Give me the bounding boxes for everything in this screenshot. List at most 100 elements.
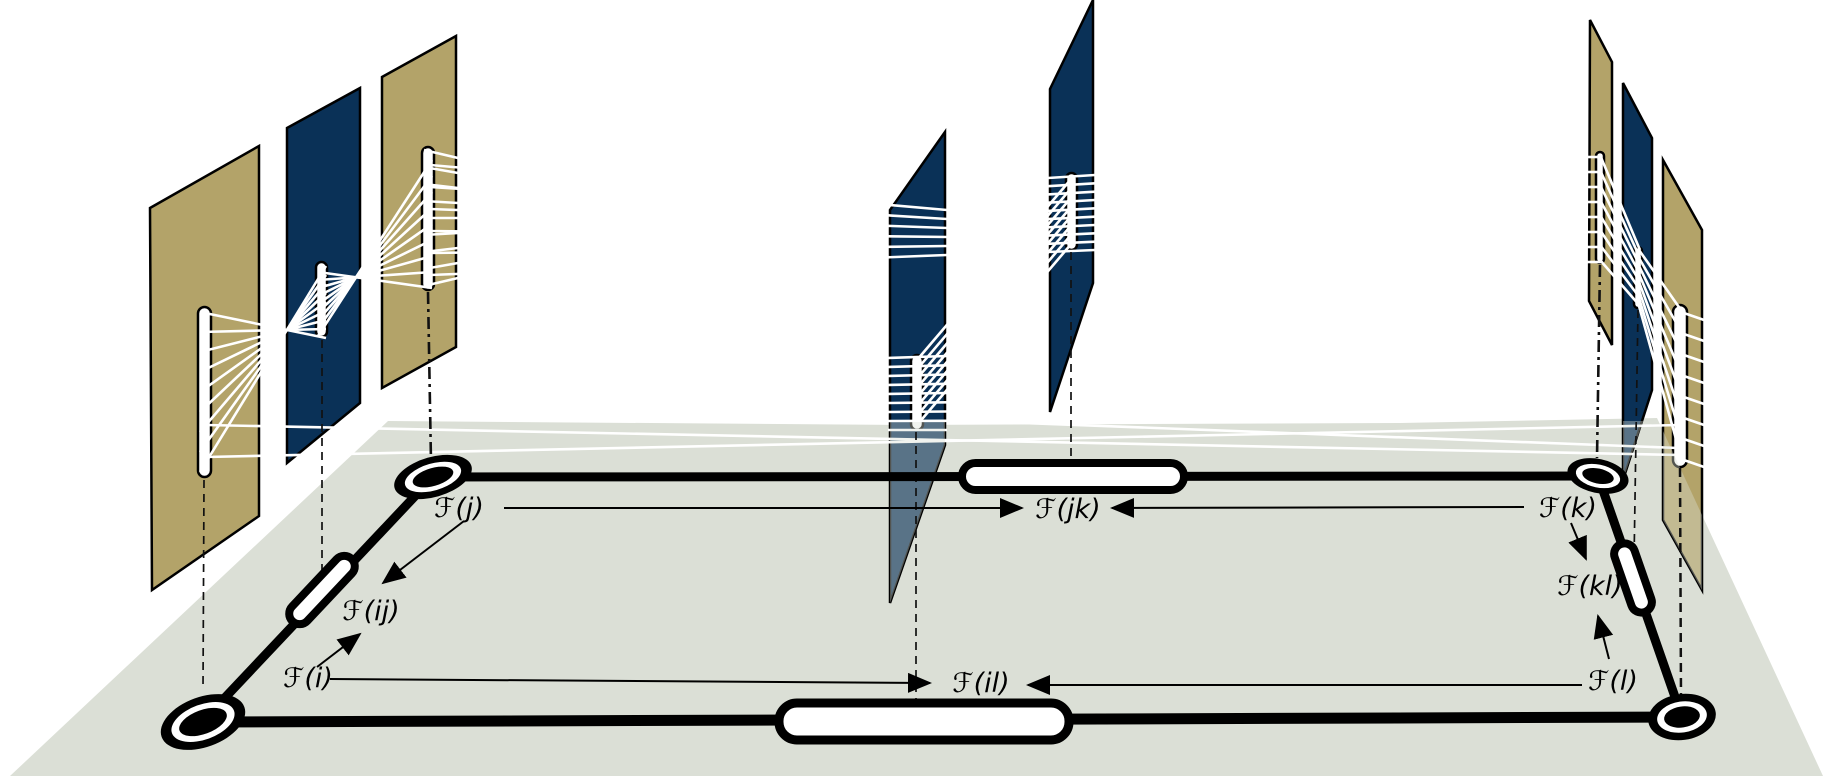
fiber-line [1680,310,1705,322]
node-k [1567,458,1629,494]
fiber-line [316,175,434,329]
fiber-line [423,199,459,205]
fiber-line [199,327,327,334]
fiber-line [1637,257,1683,332]
panel-left-tan-inner [380,33,458,391]
fiber-line [199,292,327,413]
drop-line-l [1678,467,1683,701]
fiber-line [317,207,433,313]
fiber-line [1680,352,1705,364]
fiber-line [887,382,948,387]
fiber-line [1598,169,1642,259]
fiber-line [1680,415,1705,427]
fiber-line [887,410,948,414]
arrow-k-to-jk [1110,497,1525,518]
slot-il [774,698,1074,745]
drop-line-k [1595,264,1602,459]
label-F-i: ℱ(i) [283,663,333,694]
projection-lines [202,252,1683,702]
fiber-line [199,310,327,340]
edge-slots [285,459,1656,745]
fiber-line [198,265,328,473]
fiber-line [916,242,1073,426]
fiber-line [1637,281,1683,395]
fiber-line [916,232,1073,417]
label-F-ij: ℱ(ij) [342,596,399,627]
fiber-line [916,177,1073,361]
fiber-line [205,423,1681,459]
fiber-line [317,270,433,282]
fiber-line [316,159,434,337]
fiber-line [429,253,948,277]
drop-line-i [202,479,205,691]
submerged-right-navy [1623,421,1643,480]
fiber-line [916,223,1073,408]
fiber-line [1637,305,1683,458]
drop-line-j [426,291,433,463]
fiber-line [1047,182,1096,188]
fiber-line [1680,331,1705,343]
fiber-line [317,270,433,290]
fiber-line [916,186,1073,371]
fiber-line [916,214,1073,398]
fiber-line [317,254,433,290]
fiber-line [199,318,327,354]
fiber-line [1637,265,1683,353]
node-l [1648,693,1716,741]
fiber-line [1598,214,1642,283]
fiber-line [1598,199,1642,275]
submerged-mid-navy [890,422,945,603]
node-j [394,454,472,500]
fiber-line [1680,436,1705,448]
fiber-line [1047,190,1096,196]
labels: ℱ(j) ℱ(ij) ℱ(i) ℱ(jk) ℱ(k) ℱ(kl) ℱ(l) ℱ(… [283,493,1638,699]
slot-kl [1610,539,1656,617]
fiber-line [1637,297,1683,437]
label-F-kl: ℱ(kl) [1557,571,1622,602]
fiber-line [1637,249,1683,311]
fiber-line [1637,273,1683,374]
fiber-line [423,148,459,160]
fiber-line [916,205,1073,389]
arrow-i-to-ij [316,632,362,668]
label-F-jk: ℱ(jk) [1035,494,1100,525]
fiber-line [198,274,328,453]
fiber-line [1598,244,1642,299]
label-F-j: ℱ(j) [434,493,484,524]
fiber-line [199,300,327,394]
fiber-line [1598,184,1642,267]
arrow-l-to-kl [1593,614,1614,660]
slot-jk [958,459,1188,494]
fiber-line [1680,457,1705,469]
fiber-line [199,309,327,374]
label-F-k: ℱ(k) [1539,493,1597,524]
fiber-line [317,222,433,306]
label-F-il: ℱ(il) [952,668,1009,699]
arrow-k-to-kl [1568,522,1587,561]
graph-nodes [160,454,1716,750]
fiber-line [887,401,948,405]
fiber-line [1047,207,1096,213]
fiber-line [1598,154,1642,251]
fiber-line [916,195,1073,380]
fiber-line [1047,198,1096,204]
drop-line-kl [1633,309,1639,563]
arrow-j-to-ij [381,520,465,585]
fiber-line [317,238,433,298]
fiber-line [946,418,1679,450]
fiber-line [429,163,948,212]
fiber-line [1047,215,1096,221]
fiber-line [317,191,433,321]
submerged-right-tan [1663,431,1702,590]
fiber-line [887,391,948,396]
fiber-line [429,185,948,221]
slot-ij [285,551,359,629]
fiber-line [423,246,459,254]
annotation-arrows [316,497,1614,695]
fiber-line [1680,373,1705,385]
fiber-line [1680,394,1705,406]
fiber-line [429,229,948,239]
fiber-lines [198,148,1705,473]
fiber-line [423,165,459,175]
